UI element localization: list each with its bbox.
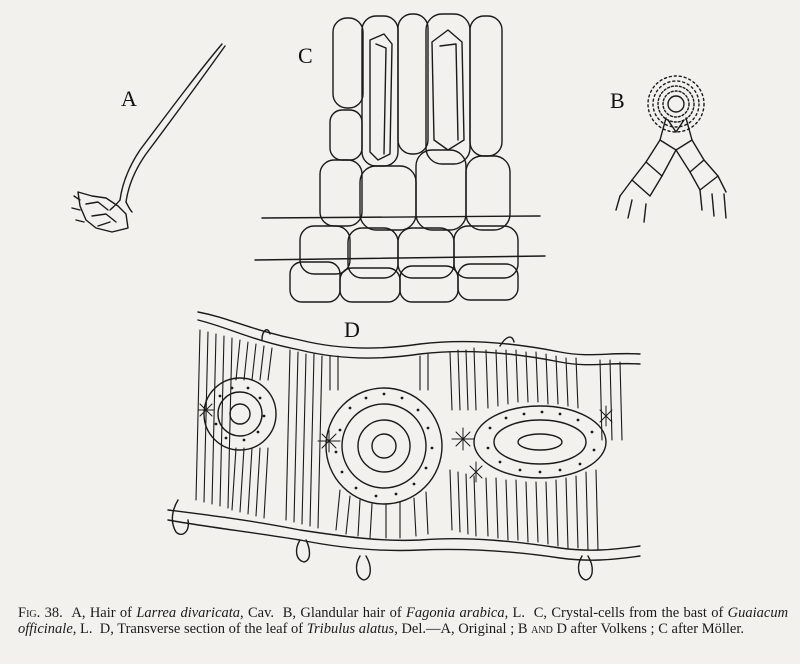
caption-ref-a: A, xyxy=(71,605,86,621)
caption-source-a: Original ; xyxy=(458,621,515,637)
caption-text-a: Hair of xyxy=(89,605,133,621)
caption-species-d: Tribulus alatus xyxy=(306,621,395,637)
caption-author-a: , Cav. xyxy=(240,605,275,621)
panel-d-leaf-section-drawing xyxy=(167,311,641,581)
caption-ref-a-source: A, xyxy=(440,621,455,637)
caption-ref-c: C, xyxy=(533,605,547,621)
caption-species-b: Fagonia arabica xyxy=(406,605,505,621)
caption-text-c: Crystal-cells from the bast of xyxy=(551,605,724,621)
panel-label-c: C xyxy=(298,43,313,68)
caption-species-c: Guaiacum officinale xyxy=(18,605,789,637)
caption-source-c: after Möller. xyxy=(671,621,744,637)
caption-ref-d: D, xyxy=(99,621,114,637)
caption-author-b: , L. xyxy=(504,605,526,621)
panel-label-a: A xyxy=(121,86,137,111)
caption-fig-label: Fig. 38. xyxy=(18,605,63,621)
caption-text-d: Transverse section of the leaf of xyxy=(117,621,304,637)
caption-source-bd: after Volkens ; xyxy=(570,621,655,637)
panel-a-hair-drawing xyxy=(71,43,226,233)
caption-ref-c-source: C xyxy=(658,621,668,637)
panel-label-b: B xyxy=(610,88,625,113)
panel-c-crystal-cells-drawing xyxy=(254,13,546,303)
panel-b-glandular-hair-drawing xyxy=(615,75,727,223)
panel-label-d: D xyxy=(344,317,360,342)
caption-author-d: , Del.— xyxy=(394,621,441,637)
figure-caption: Fig. 38. A, Hair of Larrea divaricata, C… xyxy=(18,605,788,637)
botanical-drawing xyxy=(71,13,727,581)
figure-illustration: A B C D xyxy=(71,13,727,581)
caption-ref-bd: B and D xyxy=(517,621,567,637)
caption-species-a: Larrea divaricata xyxy=(136,605,241,621)
caption-author-c: , L. xyxy=(72,621,93,637)
caption-text-b: Glandular hair of xyxy=(300,605,402,621)
caption-ref-b: B, xyxy=(282,605,297,621)
